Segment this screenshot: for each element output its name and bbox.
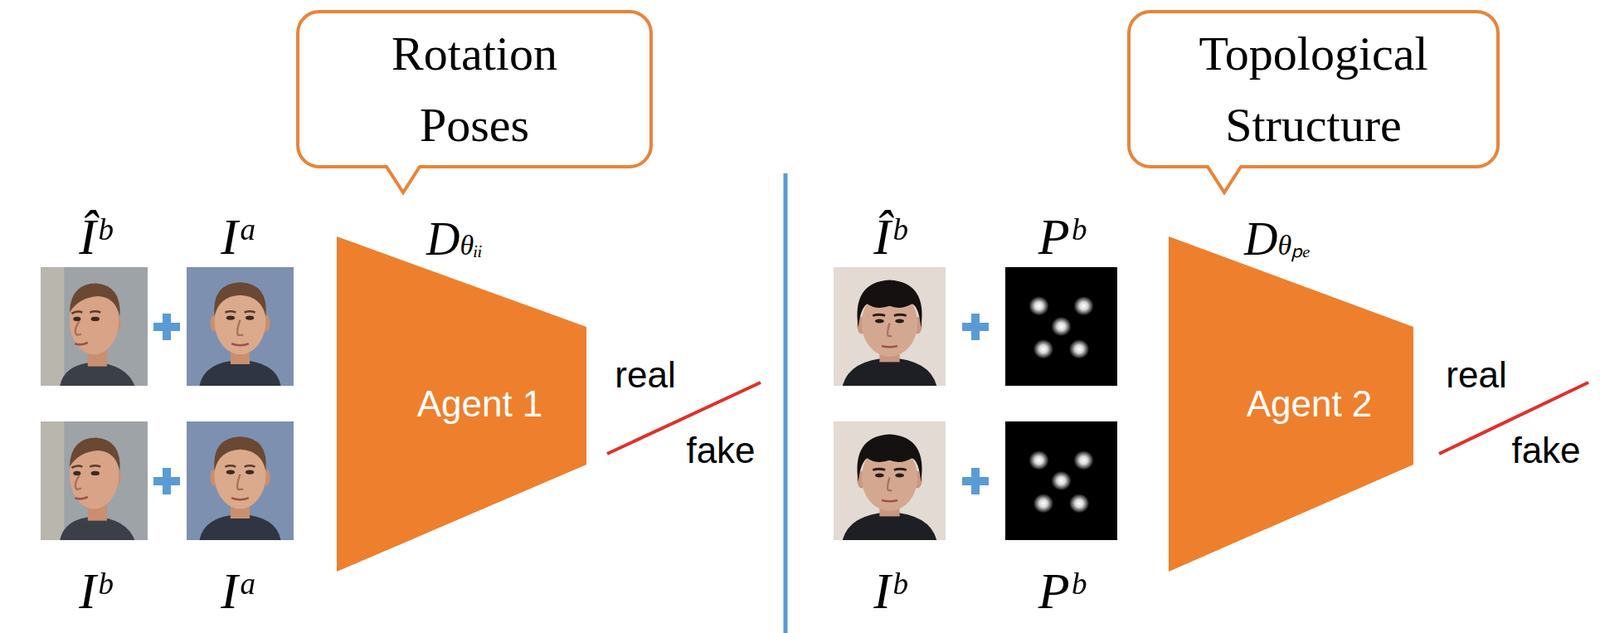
callout-outline-path xyxy=(1128,11,1498,193)
face-image xyxy=(186,421,294,540)
face-image xyxy=(40,421,148,540)
input-symbol: Pᵇ xyxy=(1038,562,1085,619)
callout-box: Topological Structure xyxy=(1127,9,1500,195)
face-image xyxy=(833,267,946,386)
plus-sign xyxy=(962,313,989,341)
agent-trapezoid-fill xyxy=(1168,236,1414,572)
discriminator-symbol: Dθᵢᵢ xyxy=(426,211,483,268)
input-symbol: Îᵇ xyxy=(873,208,905,265)
landmark-heatmap xyxy=(1005,421,1118,540)
output-label: fake xyxy=(685,430,755,471)
callout-outline-path xyxy=(297,11,652,193)
input-symbol: Îᵇ xyxy=(78,208,110,265)
face-image xyxy=(40,267,148,386)
agent-label: Agent 1 xyxy=(417,383,544,426)
discriminator-symbol: Dθₚₑ xyxy=(1244,211,1311,268)
agent-network: Agent 2 xyxy=(1168,236,1414,572)
input-symbol: Iᵇ xyxy=(78,562,110,619)
landmark-heatmap xyxy=(1005,267,1118,386)
plus-sign xyxy=(153,467,180,495)
face-image xyxy=(833,421,946,540)
callout-box: Rotation Poses xyxy=(296,9,653,195)
input-symbol: Iᵃ xyxy=(220,208,258,265)
agent-trapezoid-fill xyxy=(336,236,587,572)
plus-sign xyxy=(153,313,180,341)
agent-label: Agent 2 xyxy=(1246,383,1373,426)
output-label: real xyxy=(1445,355,1507,395)
output-label: fake xyxy=(1511,430,1581,471)
input-symbol: Pᵇ xyxy=(1038,208,1085,265)
input-symbol: Iᵇ xyxy=(873,562,905,619)
panel-divider xyxy=(783,173,788,633)
output-label: real xyxy=(614,355,676,395)
input-symbol: Iᵃ xyxy=(220,562,258,619)
agent-network: Agent 1 xyxy=(336,236,587,572)
callout-text: Topological Structure xyxy=(1198,18,1428,161)
plus-sign xyxy=(962,467,989,495)
face-image xyxy=(186,267,294,386)
callout-text: Rotation Poses xyxy=(391,18,558,161)
